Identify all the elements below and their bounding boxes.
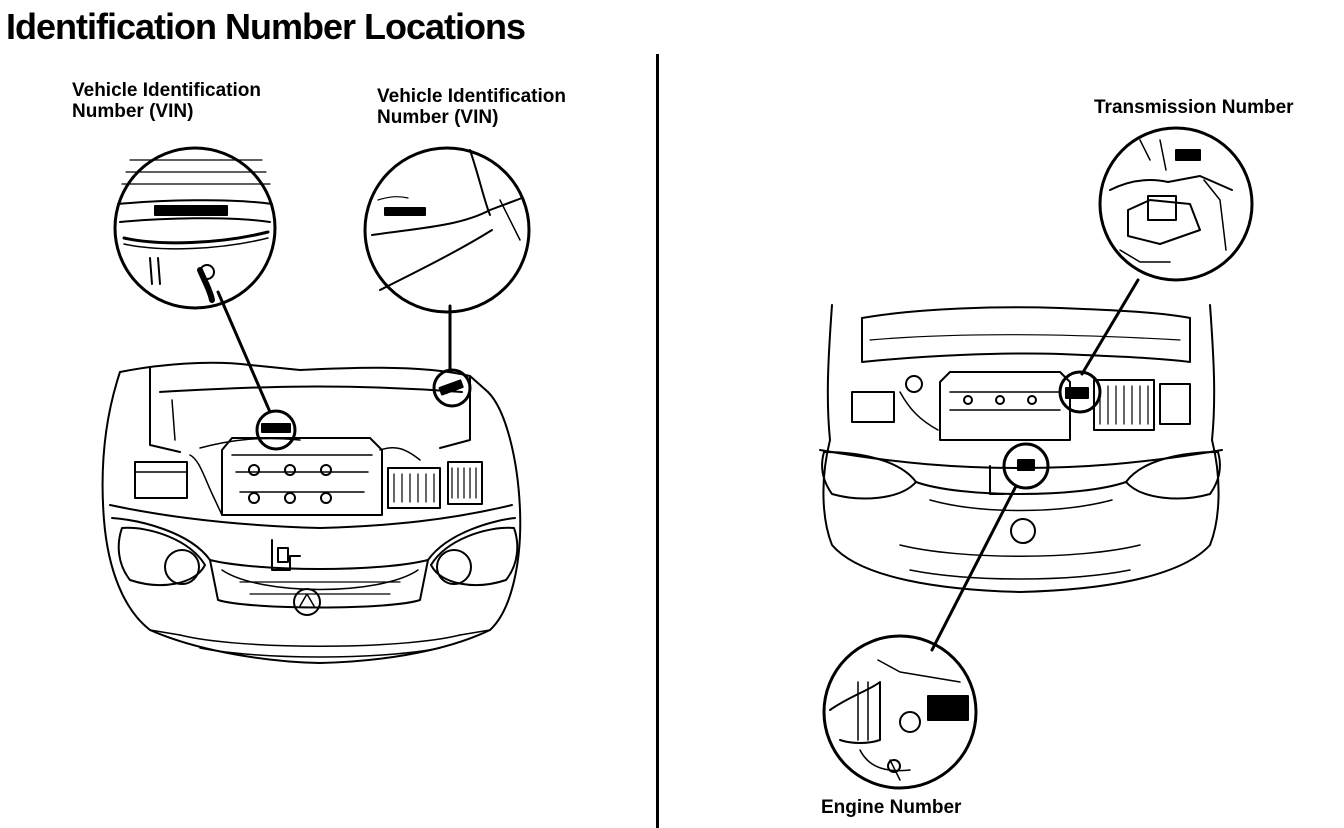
engine-leader-line <box>932 486 1016 650</box>
page-divider <box>656 54 659 828</box>
transmission-leader-line <box>1082 280 1138 374</box>
left-car-illustration <box>103 363 521 663</box>
vin-strut-label-line2: Number (VIN) <box>377 107 499 128</box>
vin-windshield-label-line2: Number (VIN) <box>72 101 194 122</box>
vin-windshield-label: Vehicle Identification Number (VIN) <box>72 80 261 122</box>
vin-strut-label: Vehicle Identification Number (VIN) <box>377 86 566 128</box>
vin-strut-detail-circle <box>365 148 529 312</box>
vin-strut-label-line1: Vehicle Identification <box>377 86 566 107</box>
right-car-illustration <box>820 305 1222 592</box>
vin-windshield-leader-line <box>218 292 270 412</box>
vin-windshield-label-line1: Vehicle Identification <box>72 80 261 101</box>
vin-windshield-detail-circle <box>115 148 275 308</box>
page-title: Identification Number Locations <box>6 6 526 47</box>
engine-detail-circle <box>824 636 976 788</box>
transmission-detail-circle <box>1100 128 1252 280</box>
transmission-number-label: Transmission Number <box>1094 97 1294 118</box>
engine-number-label: Engine Number <box>821 797 962 818</box>
